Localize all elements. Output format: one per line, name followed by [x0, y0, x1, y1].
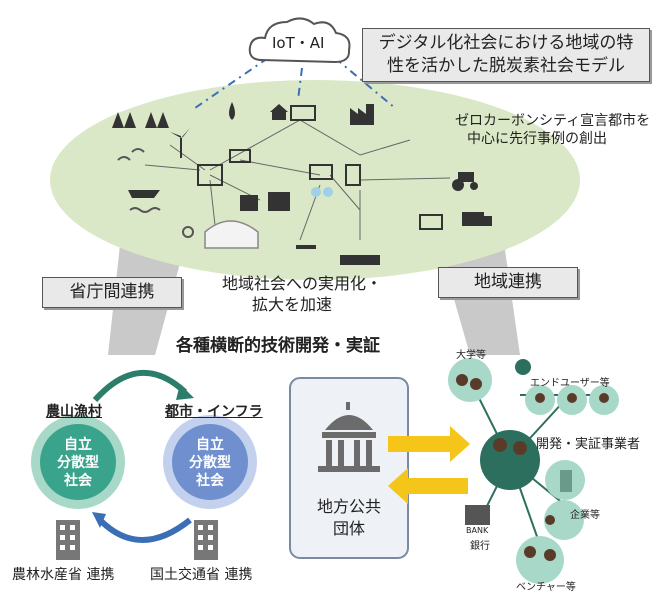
arrow-to-gov [388, 468, 468, 504]
right-circle-text: 自立 分散型 社会 [189, 437, 231, 489]
end-users-label: エンドユーザー等 [530, 378, 610, 389]
local-gov-label: 地方公共 団体 [316, 497, 381, 538]
main-heading: 各種横断的技術開発・実証 [176, 336, 380, 356]
right-ministry: 国土交通省 連携 [150, 567, 253, 583]
model-title-box: デジタル化社会における地域の特 性を活かした脱炭素社会モデル [362, 28, 650, 82]
left-ministry: 農林水産省 連携 [12, 567, 115, 583]
model-title-line2: 性を活かした脱炭素社会モデル [387, 56, 625, 76]
bank-en-label: BANK [466, 526, 489, 535]
left-collab-box: 省庁間連携 [42, 277, 182, 308]
bank-label: 銀行 [470, 541, 490, 552]
left-circle-inner [40, 424, 116, 500]
left-circle-caption: 農山漁村 [46, 404, 102, 420]
bank-icon [465, 505, 490, 525]
cloud-label: IoT・AI [272, 34, 325, 52]
right-circle-caption: 都市・インフラ [165, 404, 263, 420]
companies-label: 企業等 [570, 510, 600, 521]
zero-carbon-text: ゼロカーボンシティ宣言都市を 中心に先行事例の創出 [455, 113, 651, 147]
right-collab-box: 地域連携 [438, 267, 578, 298]
ellipse-icons [112, 102, 492, 265]
ventures-label: ベンチャー等 [516, 582, 576, 593]
right-circle-inner [172, 424, 248, 500]
arrow-to-network [388, 426, 470, 462]
university-label: 大学等 [456, 350, 486, 361]
operator-node [480, 430, 540, 490]
operators-label: 開発・実証事業者 [536, 437, 641, 452]
center-text: 地域社会への実用化・ 拡大を加速 [222, 274, 383, 314]
left-circle-text: 自立 分散型 社会 [57, 437, 99, 489]
model-title-line1: デジタル化社会における地域の特 [378, 33, 634, 53]
capitol-icon [318, 402, 380, 472]
cloud-icon [248, 17, 351, 64]
